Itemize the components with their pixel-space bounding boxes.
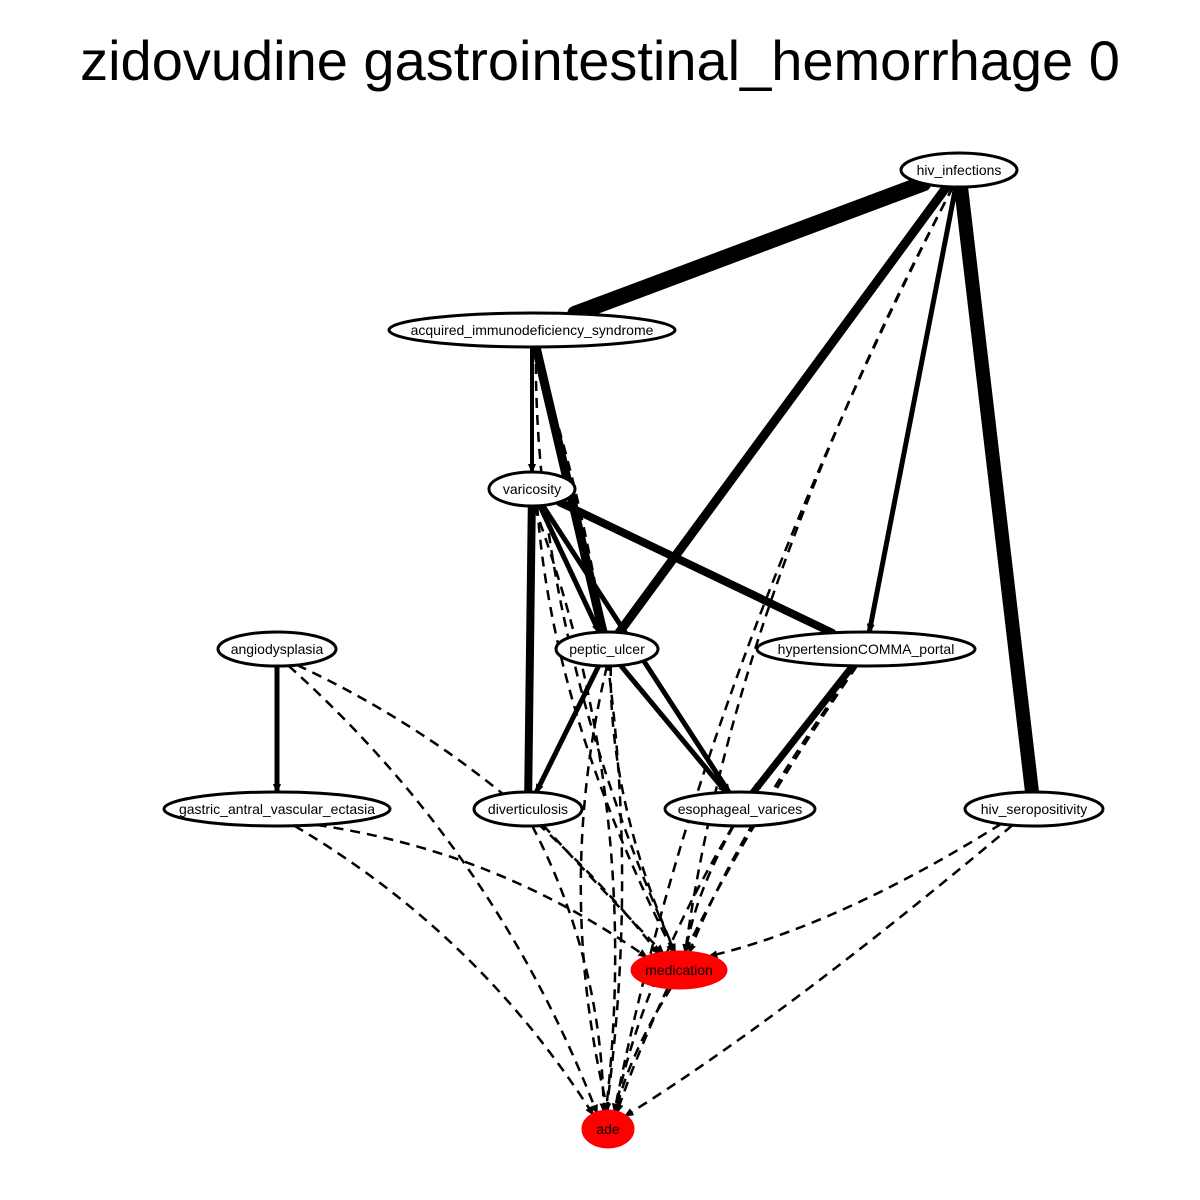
edge-varicosity-to-ade — [532, 505, 617, 1114]
edge-esophageal_varices-to-ade — [612, 825, 735, 1114]
edge-diverticulosis-to-medication — [542, 824, 665, 955]
node-label-hypertension_portal: hypertensionCOMMA_portal — [778, 641, 955, 657]
node-diverticulosis: diverticulosis — [472, 790, 584, 828]
edge-hypertension_portal-to-ade — [615, 665, 858, 1115]
edge-varicosity-to-medication — [535, 505, 675, 954]
edge-gave-to-ade — [293, 824, 595, 1117]
edge-hiv_infections-to-hiv_seropositivity — [954, 180, 1039, 799]
edge-varicosity-to-diverticulosis — [524, 502, 536, 796]
node-label-varicosity: varicosity — [503, 481, 561, 497]
edge-hiv_infections-to-ade — [612, 186, 954, 1114]
graph-title: zidovudine gastrointestinal_hemorrhage 0 — [80, 29, 1120, 92]
node-label-peptic_ulcer: peptic_ulcer — [569, 641, 645, 657]
node-label-angiodysplasia: angiodysplasia — [231, 641, 324, 657]
node-ellipse-varicosity — [487, 470, 577, 508]
edge-aids-to-ade — [532, 346, 624, 1113]
node-ade: ade — [581, 1109, 635, 1149]
edge-hiv_infections-to-hypertension_portal — [866, 184, 959, 635]
node-ellipse-hiv_seropositivity — [963, 790, 1105, 828]
node-ellipse-hypertension_portal — [755, 630, 977, 668]
node-gave: gastric_antral_vascular_ectasia — [162, 790, 392, 828]
edge-hiv_seropositivity-to-ade — [623, 824, 1014, 1118]
node-hiv_infections: hiv_infections — [899, 151, 1019, 189]
edge-peptic_ulcer-to-esophageal_varices — [618, 662, 729, 795]
edge-peptic_ulcer-to-medication — [609, 665, 677, 954]
node-aids: acquired_immunodeficiency_syndrome — [387, 311, 677, 349]
node-label-hiv_infections: hiv_infections — [917, 162, 1002, 178]
edge-gave-to-medication — [316, 823, 649, 959]
node-medication: medication — [630, 950, 728, 990]
node-ellipse-hiv_infections — [899, 151, 1019, 189]
node-esophageal_varices: esophageal_varices — [663, 790, 817, 828]
edge-hiv_infections-to-medication — [682, 186, 955, 955]
nodes-layer: hiv_infections acquired_immunodeficiency_… — [162, 151, 1105, 1149]
node-ellipse-diverticulosis — [472, 790, 584, 828]
edge-hypertension_portal-to-medication — [688, 665, 858, 955]
edge-angiodysplasia-to-ade — [287, 664, 599, 1115]
edge-hypertension_portal-to-esophageal_varices — [749, 662, 857, 796]
node-ellipse-aids — [387, 311, 677, 349]
edge-esophageal_varices-to-medication — [682, 825, 735, 955]
node-label-hiv_seropositivity: hiv_seropositivity — [981, 801, 1088, 817]
node-ellipse-esophageal_varices — [663, 790, 817, 828]
node-label-aids: acquired_immunodeficiency_syndrome — [411, 322, 654, 338]
node-label-medication: medication — [645, 962, 713, 978]
node-peptic_ulcer: peptic_ulcer — [554, 630, 660, 668]
edges-layer — [273, 175, 1039, 1118]
edge-diverticulosis-to-ade — [531, 825, 608, 1114]
node-hypertension_portal: hypertensionCOMMA_portal — [755, 630, 977, 668]
node-angiodysplasia: angiodysplasia — [216, 630, 338, 668]
node-label-esophageal_varices: esophageal_varices — [678, 801, 803, 817]
edge-medication-to-ade — [613, 987, 673, 1114]
node-ellipse-gave — [162, 790, 392, 828]
edge-peptic_ulcer-to-ade — [579, 665, 611, 1113]
node-label-diverticulosis: diverticulosis — [488, 801, 568, 817]
node-ellipse-peptic_ulcer — [554, 630, 660, 668]
node-label-gave: gastric_antral_vascular_ectasia — [179, 801, 375, 817]
edge-peptic_ulcer-to-diverticulosis — [533, 663, 602, 795]
node-label-ade: ade — [596, 1121, 620, 1137]
node-ellipse-medication — [630, 950, 728, 990]
node-ellipse-ade — [581, 1109, 635, 1149]
edge-hiv_seropositivity-to-medication — [707, 822, 1002, 959]
edge-varicosity-to-hypertension_portal — [555, 498, 837, 637]
edge-hiv_infections-to-aids — [567, 175, 932, 322]
node-hiv_seropositivity: hiv_seropositivity — [963, 790, 1105, 828]
node-varicosity: varicosity — [487, 470, 577, 508]
node-ellipse-angiodysplasia — [216, 630, 338, 668]
edge-varicosity-to-peptic_ulcer — [537, 503, 602, 635]
